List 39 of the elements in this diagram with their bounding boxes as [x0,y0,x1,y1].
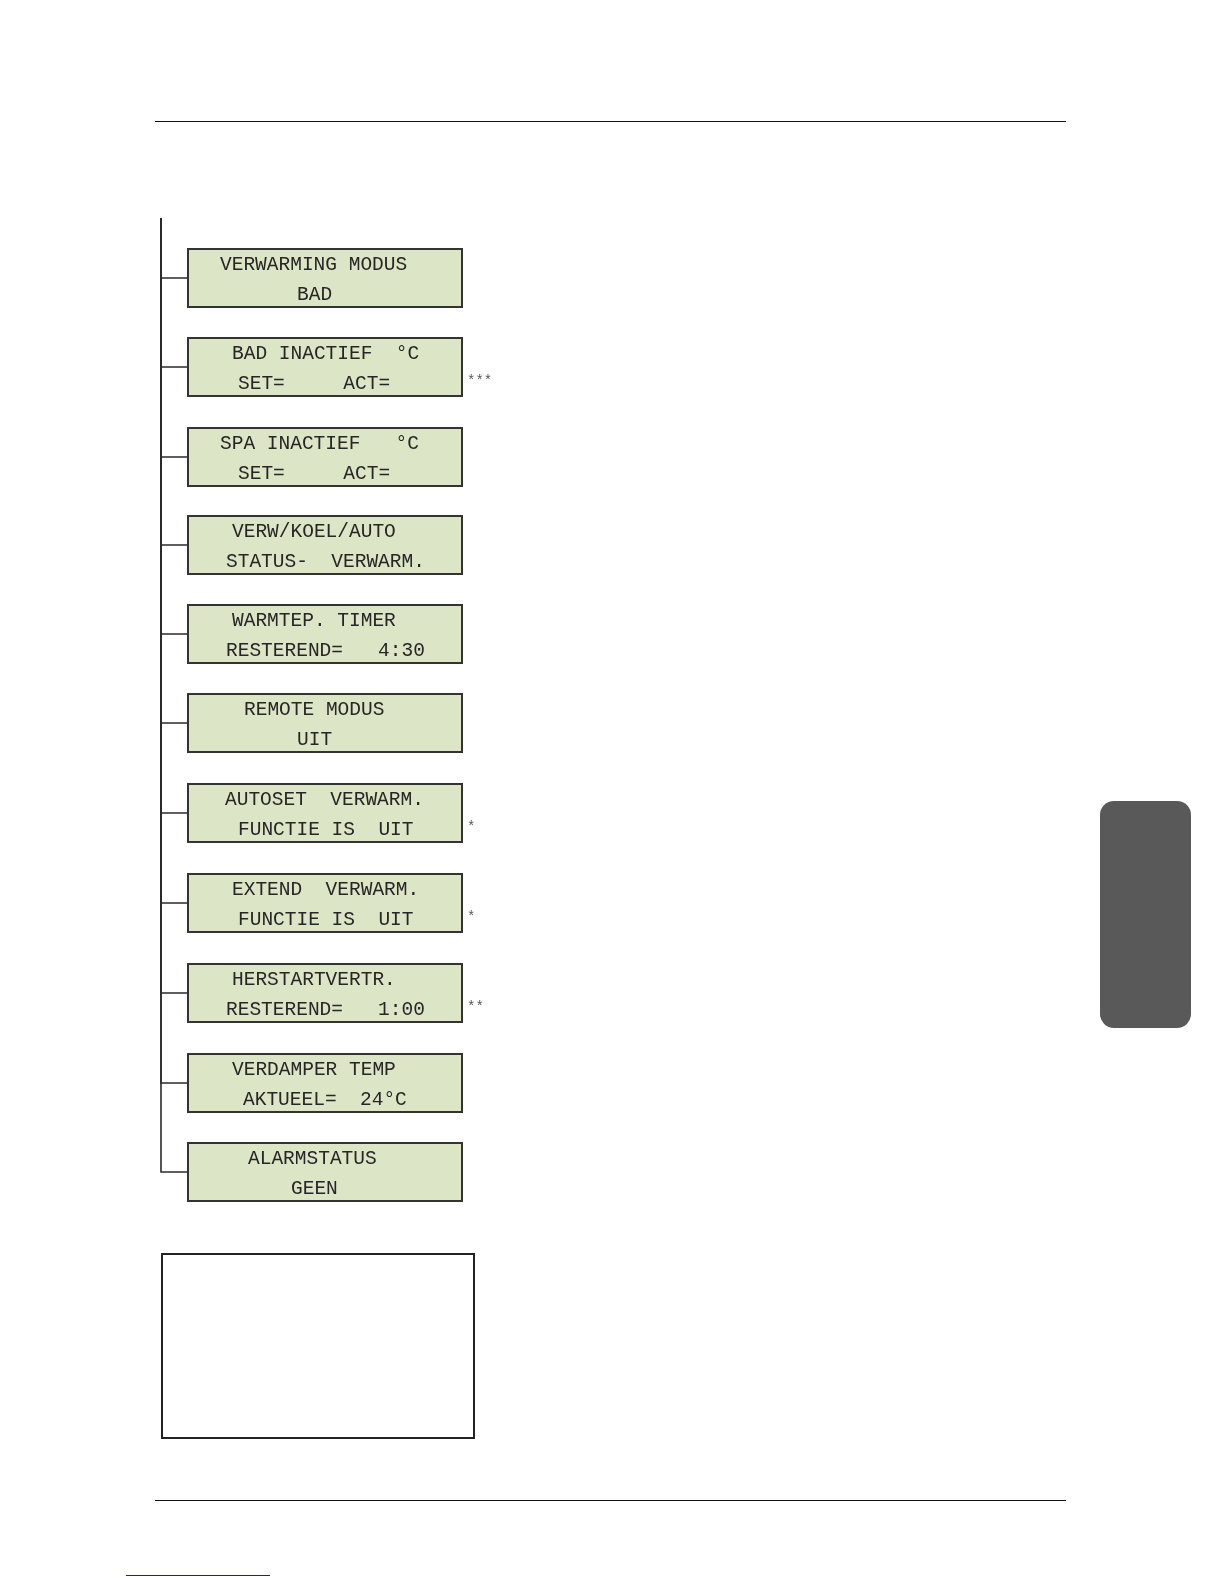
display-text: HERSTARTVERTR. [232,969,396,991]
lcd-display [187,873,463,933]
lcd-display [187,427,463,487]
display-text: BAD [297,284,333,306]
display-text: VERDAMPER TEMP [232,1059,396,1081]
display-text: GEEN [291,1178,338,1200]
empty-frame [161,1253,475,1439]
display-text: VERW/KOEL/AUTO [232,521,396,543]
lcd-display [187,1142,463,1202]
lcd-display [187,1053,463,1113]
display-text: SET= ACT= [238,463,391,485]
footnote-mark: ** [467,999,484,1015]
display-text: REMOTE MODUS [244,699,385,721]
lcd-display [187,963,463,1023]
lcd-display [187,337,463,397]
footnote-mark: * [467,819,476,835]
display-text: UIT [297,729,333,751]
display-text: SET= ACT= [238,373,391,395]
display-text: FUNCTIE IS UIT [238,819,414,841]
lcd-display [187,248,463,308]
display-text: RESTEREND= 4:30 [226,640,425,662]
section-tab [1100,801,1191,1028]
lcd-display [187,515,463,575]
display-text: RESTEREND= 1:00 [226,999,425,1021]
lcd-display [187,693,463,753]
display-text: SPA INACTIEF °C [220,433,419,455]
display-text: AKTUEEL= 24°C [243,1089,407,1111]
display-text: WARMTEP. TIMER [232,610,396,632]
display-text: EXTEND VERWARM. [232,879,420,901]
footnote-mark: *** [467,373,493,389]
display-text: FUNCTIE IS UIT [238,909,414,931]
display-text: BAD INACTIEF °C [232,343,420,365]
lcd-display [187,604,463,664]
display-text: ALARMSTATUS [248,1148,377,1170]
display-text: AUTOSET VERWARM. [225,789,424,811]
display-text: VERWARMING MODUS [220,254,408,276]
lcd-display [187,783,463,843]
display-text: STATUS- VERWARM. [226,551,425,573]
footnote-mark: * [467,909,476,925]
